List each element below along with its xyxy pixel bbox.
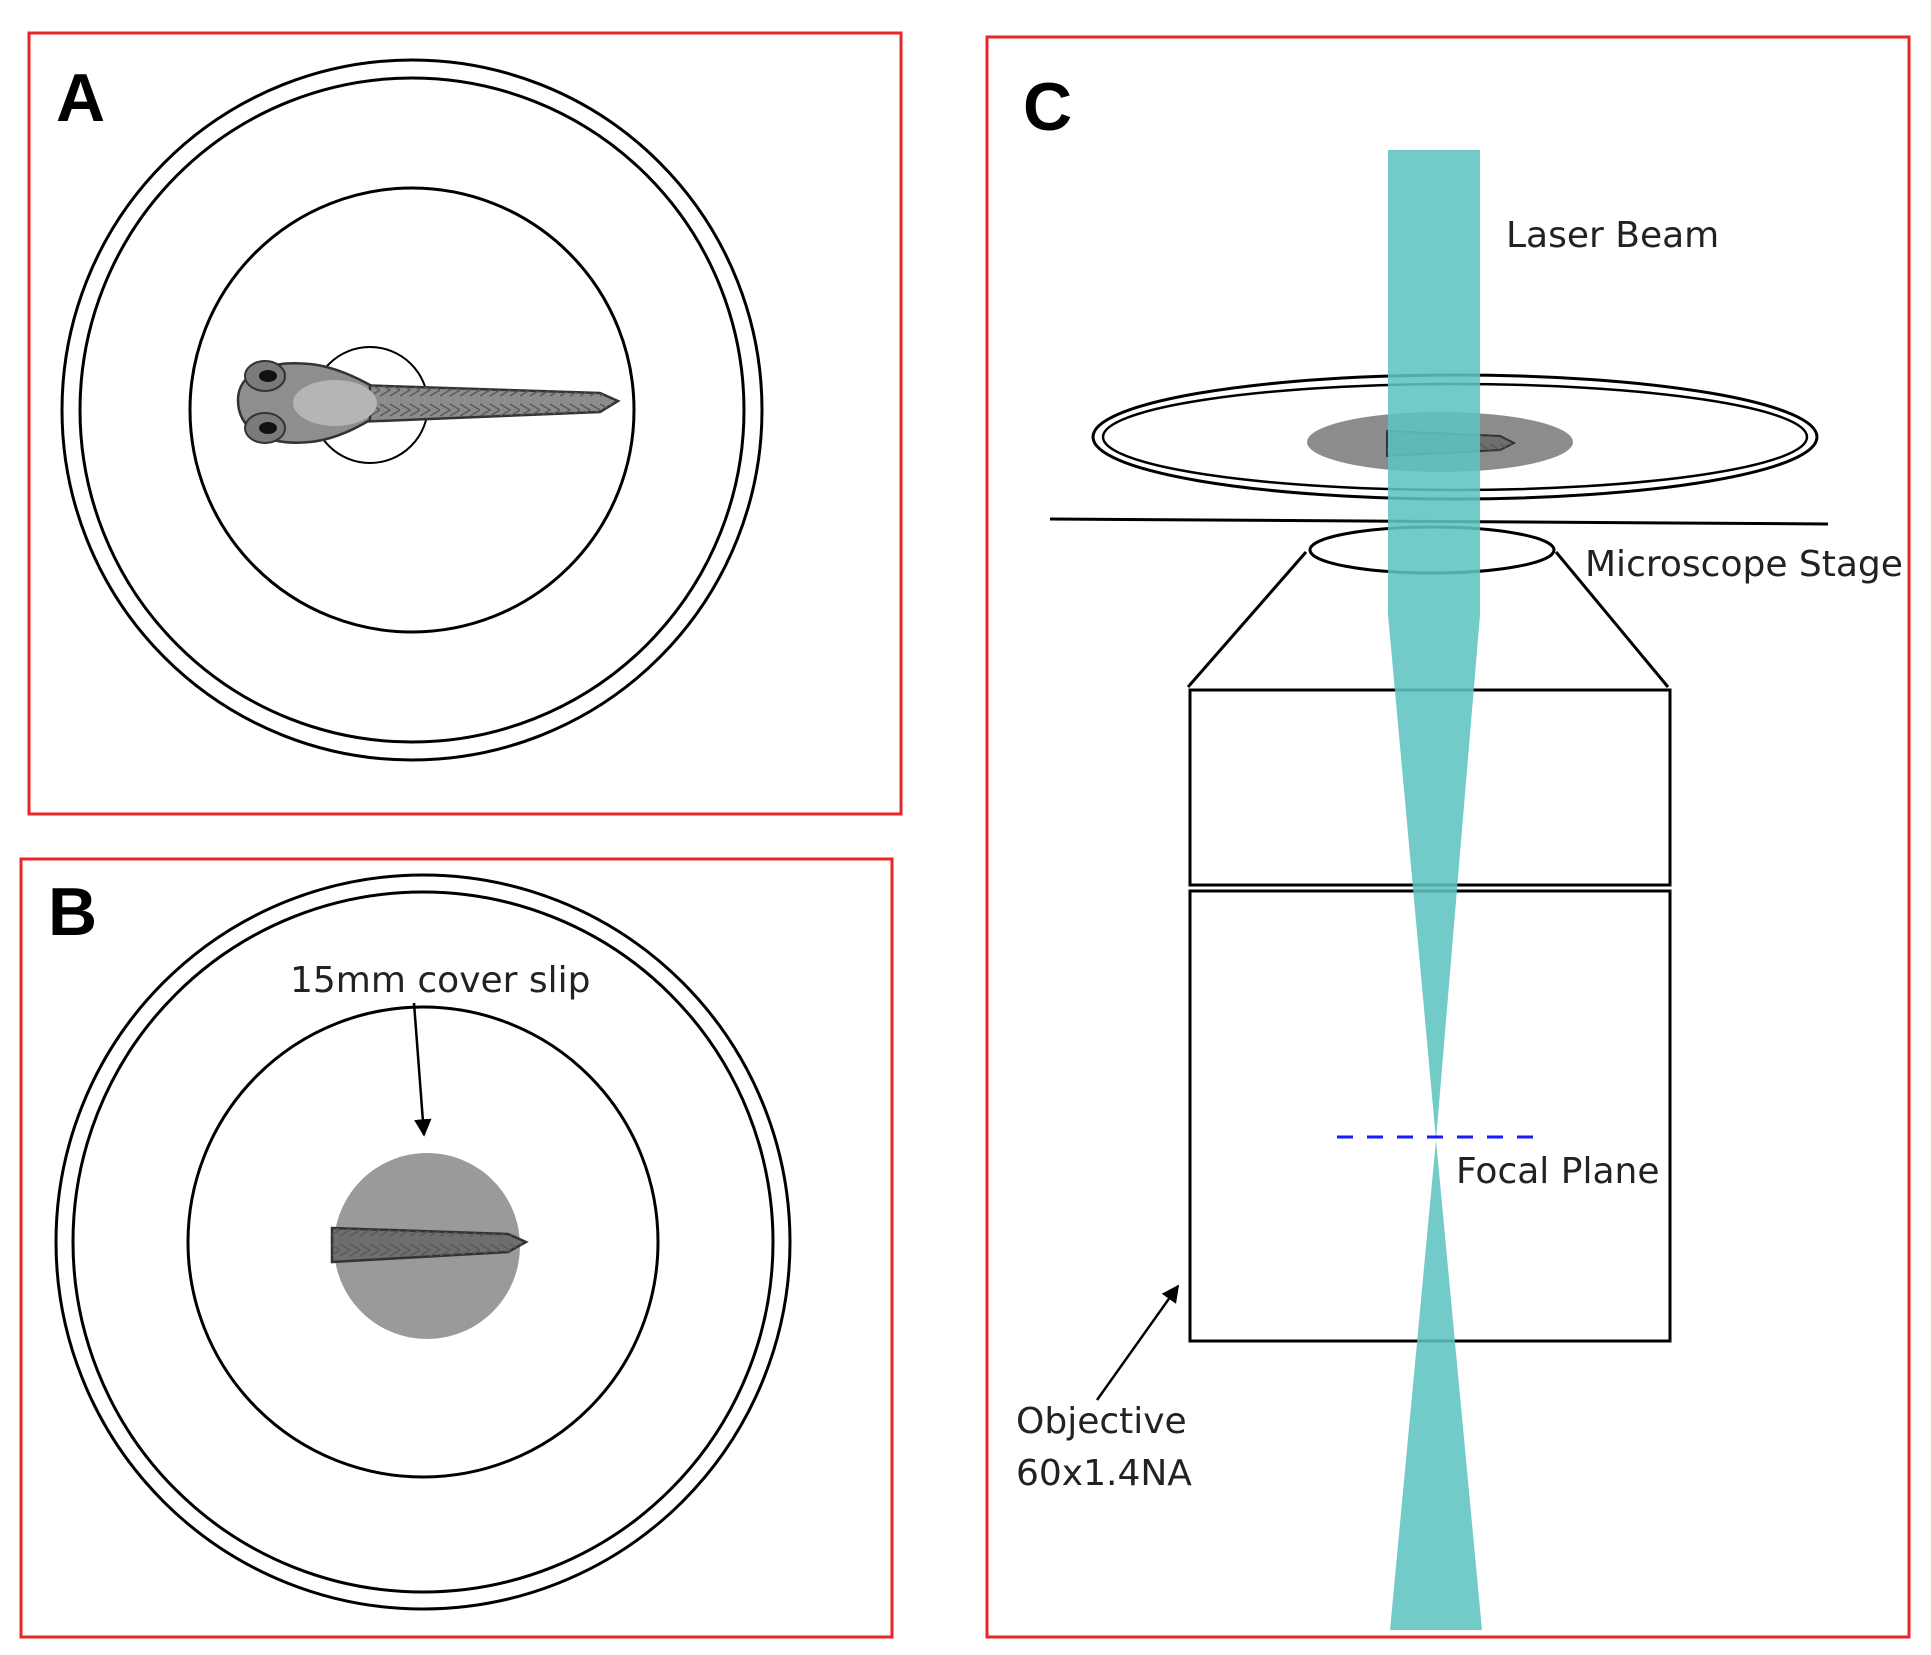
panel-c: C Laser Beam Microscope Stage Focal Plan… [985,35,1911,1639]
zebrafish-larva [236,360,621,444]
coverslip-well [188,186,636,634]
panel-a-frame [27,31,903,816]
coverslip-well [186,1005,660,1479]
panel-c-frame [985,35,1911,1639]
laser-beam-label: Laser Beam [1506,215,1719,256]
panel-b-frame [19,857,894,1639]
zebrafish-tail [330,1226,529,1264]
fish-tail-scales [355,385,618,422]
fish-yolk [293,380,377,426]
dish-inner-rim [78,76,746,744]
panel-c-letter: C [1023,69,1072,145]
coverslip-label: 15mm cover slip [290,960,591,1001]
laser-beam-converging [1388,615,1480,1140]
objective-arrow [1095,1284,1180,1401]
objective-cone [1186,551,1670,688]
panel-a: A [27,31,903,816]
coverslip-arrow [412,1002,432,1137]
laser-beam-collimated [1388,150,1480,615]
laser-beam-diverging [1390,1140,1482,1630]
panel-b-letter: B [48,874,97,950]
objective-label-line1: Objective [1016,1401,1187,1442]
dish-inner-rim [71,890,775,1594]
focal-plane-label: Focal Plane [1456,1151,1659,1192]
objective-label-line2: 60x1.4NA [1016,1453,1192,1494]
laser-beam [1388,150,1482,1630]
panel-a-letter: A [56,60,105,136]
fish-tail-scales [332,1228,526,1262]
panel-b: B 15mm cover slip [19,857,894,1639]
microscope-stage-label: Microscope Stage [1585,544,1903,585]
fish-eye-top-pupil [259,370,277,382]
dish-outer-rim [54,873,792,1611]
fish-eye-bottom-pupil [259,422,277,434]
dish-outer-rim [60,58,764,762]
